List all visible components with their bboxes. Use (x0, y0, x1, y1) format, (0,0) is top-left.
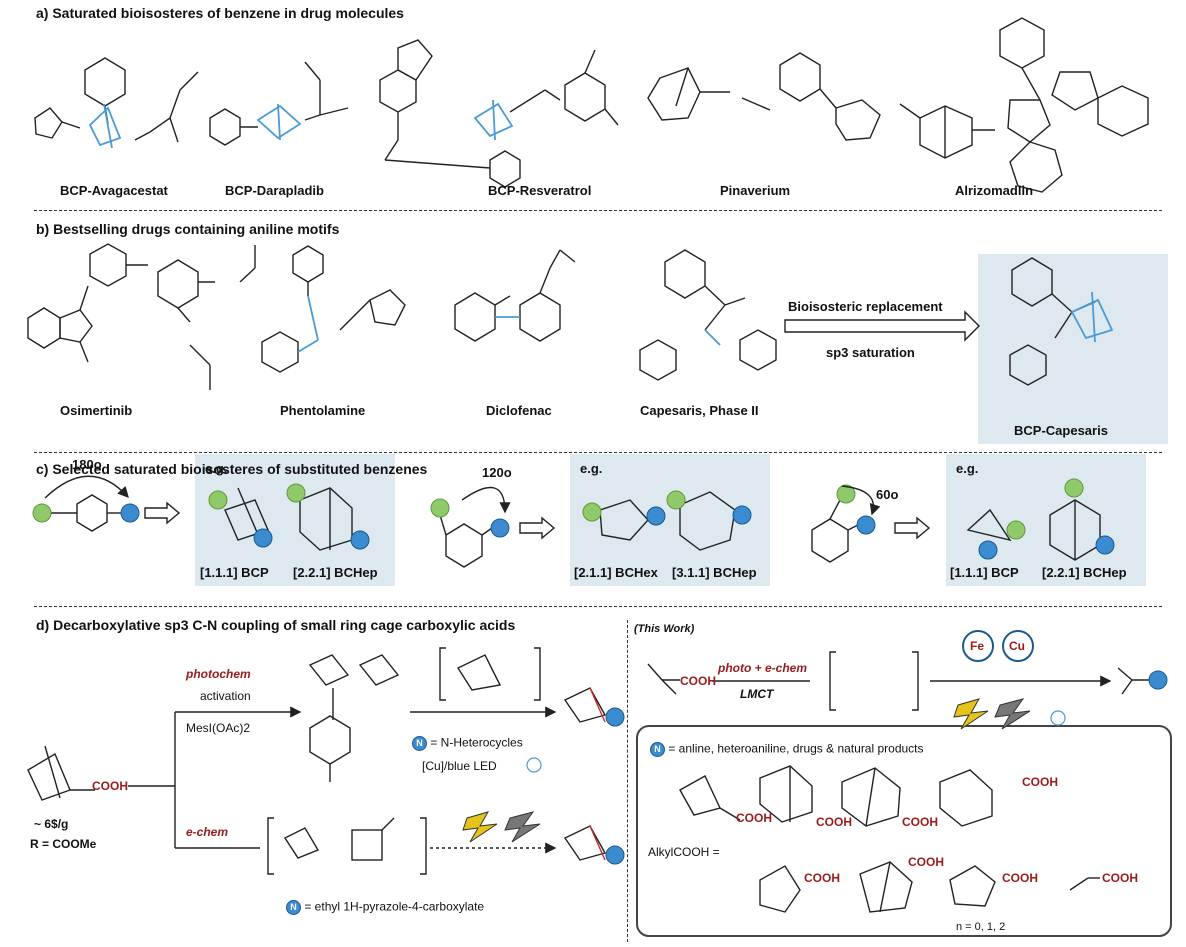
drug-name-bcp-capesaris: BCP-Capesaris (1014, 423, 1108, 438)
label-cooh-start: COOH (92, 779, 128, 793)
drug-name-diclofenac: Diclofenac (486, 403, 552, 418)
drug-name-pinaverium: Pinaverium (720, 183, 791, 198)
n-badge-heterocycles: N (412, 736, 427, 751)
eg-label-ortho: e.g. (956, 461, 979, 476)
angle-60: 60o (876, 487, 899, 502)
label-mesi-oac2: MesI(OAc)2 (186, 721, 251, 735)
angle-120: 120o (482, 465, 512, 480)
panel-a-heading: a) Saturated bioisosteres of benzene in … (36, 5, 404, 21)
label-alkylcooh: AlkylCOOH = (648, 845, 720, 859)
label-price: ~ 6$/g (34, 817, 69, 831)
cage-label-bcp-para: [1.1.1] BCP (200, 565, 269, 580)
label-r-definition: R = COOMe (30, 837, 97, 851)
label-pyrazole: N = ethyl 1H-pyrazole-4-carboxylate (286, 900, 484, 915)
label-lmct: LMCT (740, 687, 774, 701)
drug-name-alrizomadlin: Alrizomadlin (955, 183, 1034, 198)
para-bioisostere-box (195, 454, 395, 586)
label-cooh-scope-3: COOH (902, 815, 938, 829)
cage-label-bcp-ortho: [1.1.1] BCP (950, 565, 1019, 580)
n-scope-text: = anline, heteroaniline, drugs & natural… (668, 741, 924, 756)
n-badge-pyrazole: N (286, 900, 301, 915)
n-badge-scope: N (650, 742, 665, 757)
drug-name-bcp-resveratrol: BCP-Resveratrol (488, 183, 592, 198)
drug-name-osimertinib: Osimertinib (60, 403, 133, 418)
bcp-capesaris-box (978, 254, 1168, 444)
n-heterocycles-text: = N-Heterocycles (430, 735, 523, 750)
drug-name-bcp-avagacestat: BCP-Avagacestat (60, 183, 168, 198)
drug-name-bcp-darapladib: BCP-Darapladib (225, 183, 324, 198)
label-cooh-scope-1: COOH (736, 811, 772, 825)
separator-d-vertical (627, 620, 628, 942)
label-cooh-scope-4: COOH (1022, 775, 1058, 789)
drug-name-phentolamine: Phentolamine (280, 403, 366, 418)
label-cu-blue-led: [Cu]/blue LED (422, 759, 497, 773)
label-cooh-scope-7: COOH (1002, 871, 1038, 885)
label-n-range: n = 0, 1, 2 (956, 921, 1006, 933)
label-echem: e-chem (186, 825, 229, 839)
label-photo-echem: photo + e-chem (718, 661, 808, 675)
cage-label-bchex-meta: [2.1.1] BCHex (574, 565, 658, 580)
label-cooh-scope-5: COOH (804, 871, 840, 885)
cage-label-bchep-ortho: [2.2.1] BCHep (1042, 565, 1127, 580)
pyrazole-text: = ethyl 1H-pyrazole-4-carboxylate (304, 899, 485, 914)
label-photochem: photochem (186, 667, 251, 681)
label-activation: activation (200, 689, 251, 703)
label-cooh-scope-8: COOH (1102, 871, 1138, 885)
label-n-heterocycles: N = N-Heterocycles (412, 736, 523, 751)
label-cooh-this-work: COOH (680, 674, 716, 688)
angle-180: 180o (72, 457, 102, 472)
panel-b-heading: b) Bestselling drugs containing aniline … (36, 221, 340, 237)
label-cooh-scope-2: COOH (816, 815, 852, 829)
separator-b-c (34, 452, 1162, 453)
label-cu: Cu (1009, 639, 1025, 653)
label-cooh-scope-6: COOH (908, 855, 944, 869)
separator-a-b (34, 210, 1162, 211)
panel-c-heading: c) Selected saturated bioisosteres of su… (36, 461, 428, 477)
label-n-scope: N = anline, heteroaniline, drugs & natur… (650, 742, 924, 757)
panel-d-heading: d) Decarboxylative sp3 C-N coupling of s… (36, 617, 516, 633)
cage-label-bchep-meta: [3.1.1] BCHep (672, 565, 757, 580)
label-fe: Fe (970, 639, 985, 653)
label-this-work: (This Work) (634, 623, 695, 635)
eg-label-para: e.g. (205, 461, 228, 476)
arrow-label-sp3-saturation: sp3 saturation (826, 345, 915, 360)
drug-name-capesaris: Capesaris, Phase II (640, 403, 759, 418)
separator-c-d (34, 606, 1162, 607)
cage-label-bchep-para: [2.2.1] BCHep (293, 565, 378, 580)
eg-label-meta: e.g. (580, 461, 603, 476)
arrow-label-bioisosteric-replacement: Bioisosteric replacement (788, 299, 943, 314)
